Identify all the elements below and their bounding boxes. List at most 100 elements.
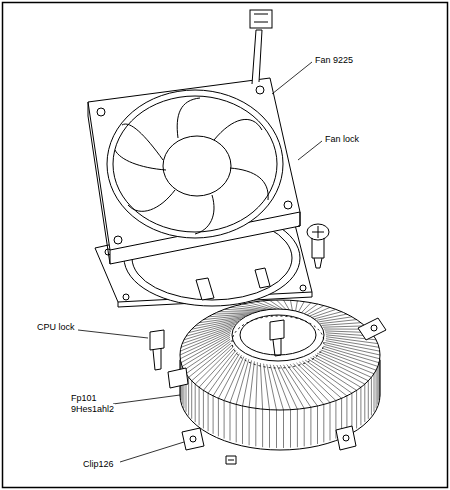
fin <box>299 302 305 312</box>
fin-edge <box>208 393 209 431</box>
fin <box>218 355 241 398</box>
fin <box>290 364 324 404</box>
fin <box>322 323 361 326</box>
fin <box>319 317 352 322</box>
fin <box>208 314 251 317</box>
fin-edge <box>230 403 231 441</box>
fin <box>305 360 352 393</box>
fin-edge <box>276 410 277 448</box>
fin <box>293 364 330 403</box>
fin-edge <box>290 410 291 448</box>
fin-edge <box>236 404 237 442</box>
fin <box>291 300 293 310</box>
fin <box>299 362 341 398</box>
fin-edge <box>249 407 250 445</box>
fin <box>296 301 298 311</box>
fin <box>182 337 230 366</box>
fin <box>264 364 270 410</box>
fin <box>326 341 380 352</box>
leader-lines <box>78 62 322 462</box>
fin <box>192 345 232 381</box>
fin <box>302 361 347 396</box>
fin-edge <box>304 408 305 446</box>
frame <box>3 3 448 488</box>
fin <box>195 347 233 384</box>
fin <box>319 352 374 374</box>
fin <box>284 365 311 408</box>
fin-edge <box>371 377 372 415</box>
fin <box>192 319 241 329</box>
fin <box>180 333 230 358</box>
part-label: Fan lock <box>324 134 360 144</box>
fin <box>256 362 258 408</box>
fin-edge <box>297 409 298 447</box>
fin <box>243 360 252 406</box>
fin-edge <box>364 384 365 422</box>
clips <box>168 318 386 464</box>
fin-edge <box>310 407 311 445</box>
fin-edge <box>368 381 369 419</box>
fin <box>284 300 290 310</box>
fin <box>270 365 283 410</box>
fin-edge <box>213 396 214 434</box>
fin-edge <box>218 398 219 436</box>
fin <box>311 358 361 388</box>
part-label: Fp101 <box>70 393 98 403</box>
fin <box>195 318 243 326</box>
fin-edge <box>195 384 196 422</box>
fin-edge <box>255 408 256 446</box>
lock-screw <box>307 224 329 268</box>
fin-edge <box>330 403 331 441</box>
fin <box>273 365 290 410</box>
fin <box>267 364 277 410</box>
part-label: Fan 9225 <box>314 55 354 65</box>
fin-edge <box>376 370 377 408</box>
fin <box>320 320 356 324</box>
fin <box>181 335 230 362</box>
fin-edge <box>224 401 225 439</box>
fin <box>180 331 231 355</box>
fin-edge <box>356 390 357 428</box>
fin-edge <box>323 404 324 442</box>
fin <box>236 359 249 404</box>
fin <box>224 357 244 401</box>
cpu-lock <box>150 320 284 370</box>
fin-edge <box>377 366 378 404</box>
fin-edge <box>283 410 284 448</box>
fin <box>213 313 254 314</box>
fin <box>323 326 365 327</box>
part-label: CPU lock <box>36 322 76 332</box>
fin <box>280 365 304 408</box>
fin <box>323 346 379 362</box>
fin-edge <box>191 381 192 419</box>
part-label: Clip126 <box>82 459 115 469</box>
fin-edge <box>317 406 318 444</box>
fin <box>180 330 232 352</box>
fin <box>302 303 311 313</box>
fin <box>186 322 237 336</box>
fan-9225 <box>88 10 300 264</box>
fin-edge <box>374 374 375 412</box>
fin-edge <box>269 410 270 448</box>
fin <box>260 363 262 409</box>
fin <box>203 350 235 390</box>
fin <box>182 326 234 344</box>
fin <box>277 365 298 409</box>
fin <box>317 314 347 320</box>
fin <box>317 353 371 377</box>
fin-edge <box>242 406 243 444</box>
fin <box>325 343 380 355</box>
fin <box>308 359 357 391</box>
fin-edge <box>360 387 361 425</box>
part-label: 9Hes1ahl2 <box>70 404 115 414</box>
fin-edge <box>262 409 263 447</box>
fin-edge <box>203 390 204 428</box>
fin <box>315 355 368 381</box>
fin <box>270 300 283 309</box>
fin <box>305 304 318 314</box>
heatsink <box>180 300 380 450</box>
fin <box>184 339 230 370</box>
fin-edge <box>379 359 380 397</box>
